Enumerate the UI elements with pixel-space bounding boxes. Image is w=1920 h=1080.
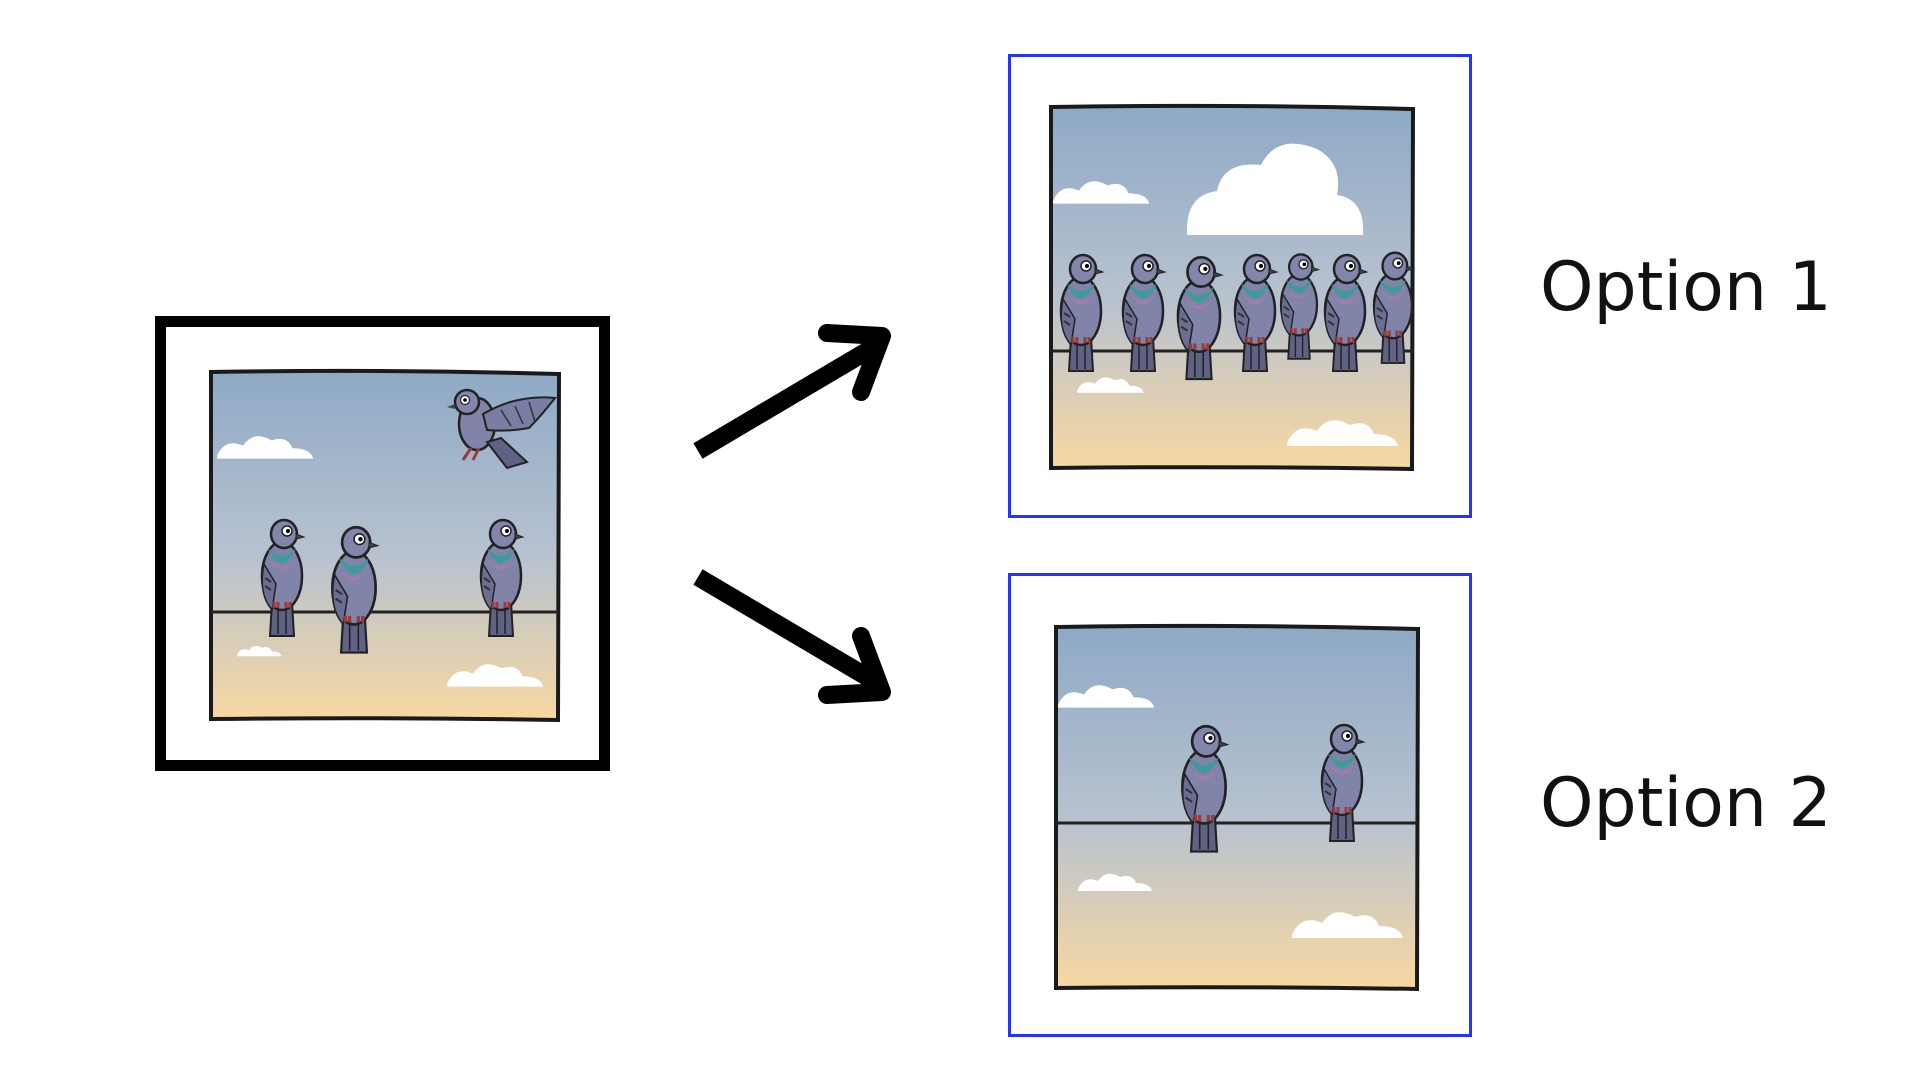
option2-frame[interactable]	[1008, 573, 1472, 1037]
flying-pigeon-icon	[447, 388, 557, 470]
cloud-icon	[1186, 143, 1364, 235]
option1-label: Option 1	[1540, 248, 1832, 327]
option2-comic-panel	[1054, 623, 1421, 992]
option1-frame[interactable]	[1008, 54, 1472, 518]
right-down-arrow-icon	[693, 569, 891, 704]
right-up-arrow-icon	[693, 324, 891, 459]
option2-label: Option 2	[1540, 764, 1832, 843]
source-panel-frame	[155, 316, 610, 771]
option1-comic-panel	[1049, 103, 1416, 472]
source-comic-panel	[209, 368, 562, 723]
